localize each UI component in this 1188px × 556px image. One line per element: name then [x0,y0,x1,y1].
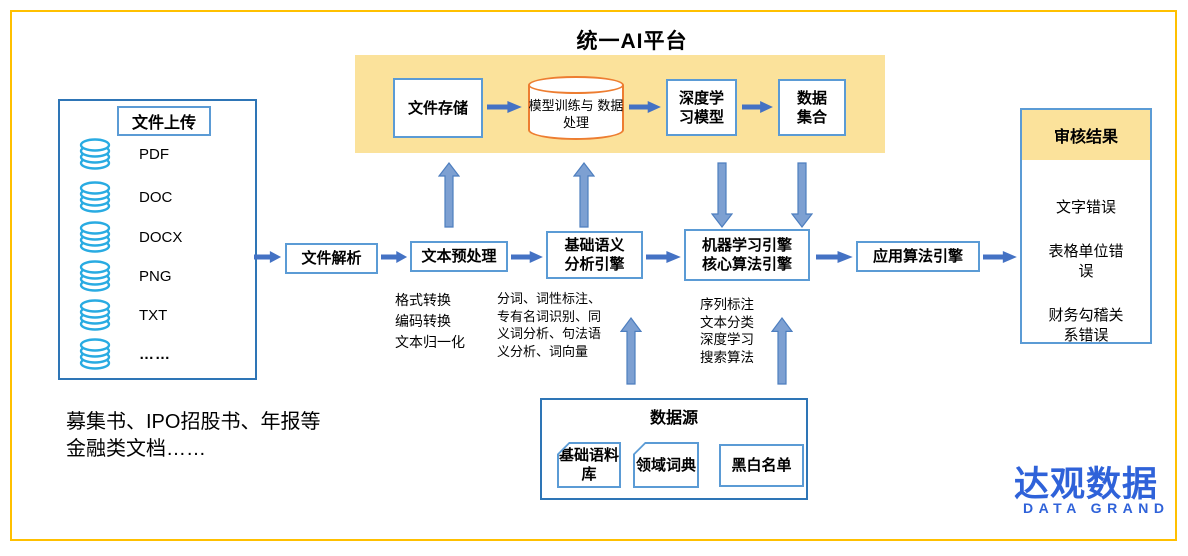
node-file-storage: 文件存储 [393,78,483,138]
arrow-ml-to-apply-icon [816,251,853,263]
arrow-deep-down-icon [711,162,733,228]
file-type-label: …… [139,345,171,363]
database-icon [79,181,111,213]
cylinder-body [528,85,624,140]
node-text-preprocess: 文本预处理 [410,241,508,272]
file-type-label: TXT [139,306,168,324]
database-icon [79,338,111,370]
page-title: 统一AI平台 [576,30,688,53]
result-item: 文字错误 [1055,199,1116,216]
file-type-label: DOC [139,188,173,206]
document-types-caption: 募集书、IPO招股书、年报等 金融类文档…… [66,411,321,460]
file-type-row: PNG [77,259,237,293]
node-semantic-engine: 基础语义 分析引擎 [546,231,643,279]
node-blackwhite-list: 黑白名单 [719,444,804,487]
file-upload-header: 文件上传 [117,106,211,136]
ml-note: 序列标注 文本分类 深度学习 搜索算法 [700,297,754,365]
datagrand-logo-cn: 达观数据 [1014,465,1159,504]
file-type-label: PDF [139,145,169,163]
node-data-collection: 数据 集合 [778,79,846,136]
arrow-parse-to-preprocess-icon [381,251,408,263]
datagrand-logo-en: DATA GRAND [1023,500,1170,516]
database-icon [79,299,111,331]
node-domain-dictionary: 领域词典 [633,442,699,488]
review-result-items: 文字错误 表格单位错误 财务勾稽关系错误 [1022,160,1150,344]
file-type-label: DOCX [139,228,183,246]
arrow-preprocess-up-icon [438,162,460,228]
review-result-header: 审核结果 [1022,110,1150,160]
result-item: 表格单位错误 [1048,243,1124,280]
database-icon [79,260,111,292]
arrow-training-to-deep-icon [629,101,661,113]
file-type-label: PNG [139,267,172,285]
node-deep-learning-model: 深度学 习模型 [666,79,737,136]
result-item: 财务勾稽关系错误 [1048,307,1124,344]
arrow-storage-to-training-icon [487,101,522,113]
database-icon [79,138,111,170]
file-type-row: TXT [77,298,237,332]
semantic-note: 分词、词性标注、专有名词识别、同义词分析、句法语义分析、词向量 [497,291,602,359]
node-ml-engine: 机器学习引擎 核心算法引擎 [684,229,810,281]
arrow-deep-to-dataset-icon [742,101,773,113]
arrow-apply-to-result-icon [983,251,1017,263]
file-type-row: DOC [77,180,237,214]
node-basic-corpus: 基础语料库 [557,442,621,488]
database-icon [79,221,111,253]
file-type-row: PDF [77,137,237,171]
arrow-datasource-to-ml-icon [771,317,793,385]
datasource-title: 数据源 [649,410,698,427]
file-type-row: DOCX [77,220,237,254]
arrow-dataset-down-icon [791,162,813,228]
outer-gold-frame [10,10,1177,541]
review-result-panel: 审核结果 文字错误 表格单位错误 财务勾稽关系错误 [1020,108,1152,344]
node-model-training-cylinder: 模型训练与 数据处理 [528,76,624,140]
node-apply-engine: 应用算法引擎 [856,241,980,272]
cylinder-top-icon [528,76,624,94]
arrow-preprocess-to-semantic-icon [511,251,543,263]
arrow-semantic-up-icon [573,162,595,228]
arrow-upload-to-parse-icon [254,251,282,263]
arrow-datasource-to-semantic-icon [620,317,642,385]
arrow-semantic-to-ml-icon [646,251,681,263]
node-model-training-label: 模型训练与 数据处理 [528,98,624,130]
preprocess-note: 格式转换 编码转换 文本归一化 [395,292,465,350]
node-file-parse: 文件解析 [285,243,378,274]
file-type-row: …… [77,337,237,371]
